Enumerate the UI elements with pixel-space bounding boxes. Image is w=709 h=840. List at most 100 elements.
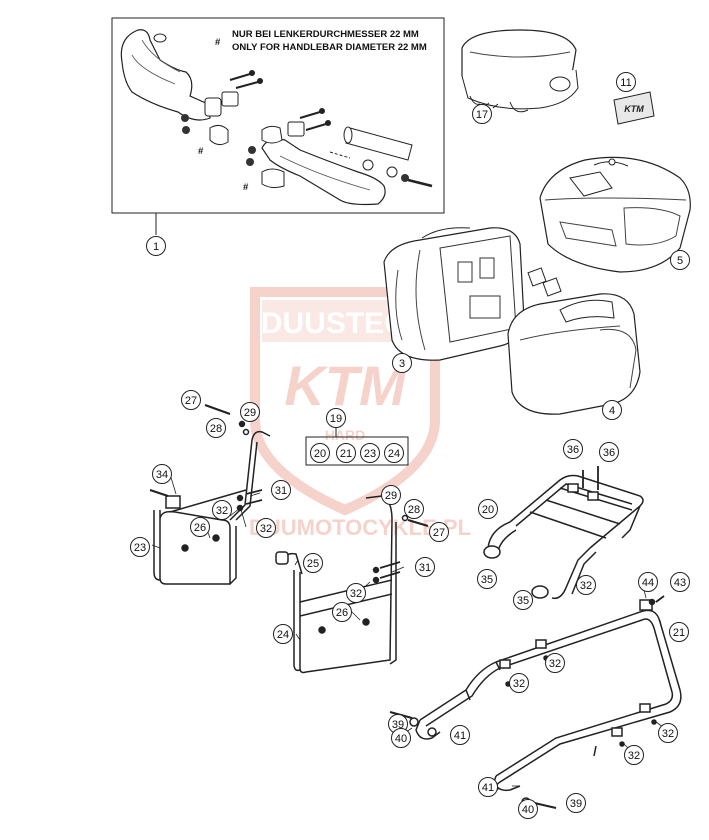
decal-logo-text: KTM [624,104,644,114]
callout-label: 28 [408,504,420,516]
callout-circle [669,622,689,642]
callout-label: 31 [419,562,431,574]
callout-43: 43 [670,572,690,592]
hash-mark-1: # [198,146,204,157]
callout-circle [130,537,150,557]
left-rack [149,404,271,585]
callout-circle [477,569,497,589]
callout-label: 23 [364,448,376,460]
callout-23: 23 [130,537,150,557]
callout-40: 40 [391,728,411,748]
callout-32: 32 [256,518,276,538]
callout-29: 29 [240,402,260,422]
callout-circle [450,725,470,745]
callout-20: 20 [310,443,330,463]
callout-circle [404,499,424,519]
callout-label: 44 [642,577,654,589]
callout-label: 41 [454,730,466,742]
callout-1: 1 [146,236,166,256]
callout-36: 36 [563,439,583,459]
tank-bag [461,29,579,113]
callout-32: 32 [576,575,596,595]
callout-label: 24 [277,629,289,641]
callout-label: 32 [350,588,362,600]
callout-label: 32 [662,728,674,740]
callout-circle [478,499,498,519]
callout-31: 31 [415,557,435,577]
callout-24: 24 [384,443,404,463]
hash-mark-2: # [243,182,249,193]
callout-label: 21 [673,627,685,639]
callout-label: 32 [549,658,561,670]
callout-circle [360,443,380,463]
callout-label: 32 [260,523,272,535]
note-hash: # [215,37,221,48]
callout-circle [271,480,291,500]
watermark-shield [250,287,440,516]
callout-label: 26 [194,522,206,534]
callout-label: 32 [628,750,640,762]
callout-label: 32 [580,580,592,592]
callout-circle [346,583,366,603]
callout-circle [392,353,412,373]
callout-label: 32 [216,505,228,517]
callout-circle [181,390,201,410]
callout-label: 1 [153,241,159,253]
callout-label: 43 [674,577,686,589]
side-case-right [507,293,641,415]
callout-circle [478,777,498,797]
callout-circle [384,443,404,463]
callout-label: 40 [522,804,534,816]
ktm-decal: KTM [613,91,655,125]
callout-28: 28 [206,418,226,438]
callout-label: 35 [517,595,529,607]
callout-21: 21 [669,622,689,642]
callout-4: 4 [602,400,622,420]
watermark-sub-text: HARD [325,427,365,443]
callout-label: 40 [395,733,407,745]
callout-circle [303,553,323,573]
callout-41: 41 [450,725,470,745]
callout-28: 28 [404,499,424,519]
callout-label: 20 [314,448,326,460]
callout-circle [240,402,260,422]
callout-23: 23 [360,443,380,463]
callout-circle [602,400,622,420]
callout-29: 29 [381,485,401,505]
callout-label: 3 [399,358,405,370]
callout-circle [599,442,619,462]
callout-label: 35 [481,574,493,586]
callout-32: 32 [658,723,678,743]
side-case-left [383,227,562,361]
callout-label: 24 [388,448,400,460]
callout-40: 40 [518,799,538,819]
callout-25: 25 [303,553,323,573]
callout-circle [273,624,293,644]
callout-circle [616,72,636,92]
callout-label: 28 [210,423,222,435]
kit-group-box [305,427,409,466]
callout-39: 39 [566,793,586,813]
callout-circle [576,575,596,595]
callout-label: 17 [476,109,488,121]
callout-circle [670,572,690,592]
callout-label: 5 [677,255,683,267]
callout-20: 20 [478,499,498,519]
callout-label: 41 [482,782,494,794]
callout-circle [509,673,529,693]
handguard-right [261,138,386,206]
callout-label: 34 [156,469,168,481]
right-rack [275,495,429,674]
callout-19: 19 [326,408,346,428]
handguard-frame [111,17,445,214]
top-rack [483,466,644,600]
callout-34: 34 [152,464,172,484]
callout-32: 32 [346,583,366,603]
callout-label: 19 [330,413,342,425]
callout-5: 5 [670,250,690,270]
callout-label: 31 [275,485,287,497]
lower-frame [389,595,682,809]
callout-label: 27 [185,395,197,407]
callout-32: 32 [509,673,529,693]
